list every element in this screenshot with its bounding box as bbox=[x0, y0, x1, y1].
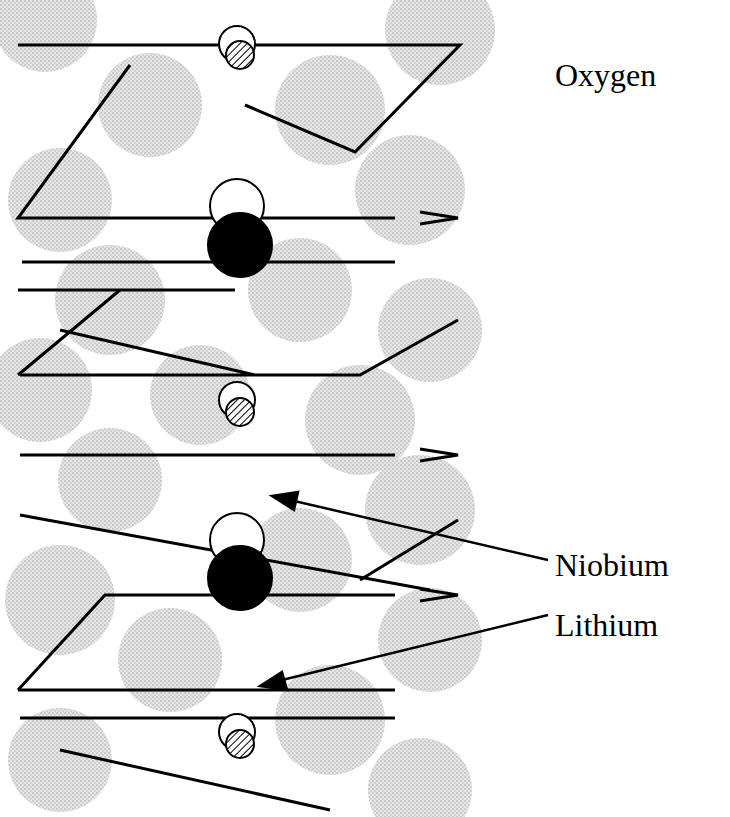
leader-arrows bbox=[260, 492, 548, 690]
atoms bbox=[208, 26, 272, 758]
atom-label: Oxygen bbox=[555, 58, 656, 93]
octahedra-lines bbox=[18, 45, 460, 810]
atom-label: Niobium bbox=[555, 548, 669, 583]
oxygen-atoms bbox=[0, 0, 495, 817]
atom-label: Lithium bbox=[555, 608, 658, 643]
